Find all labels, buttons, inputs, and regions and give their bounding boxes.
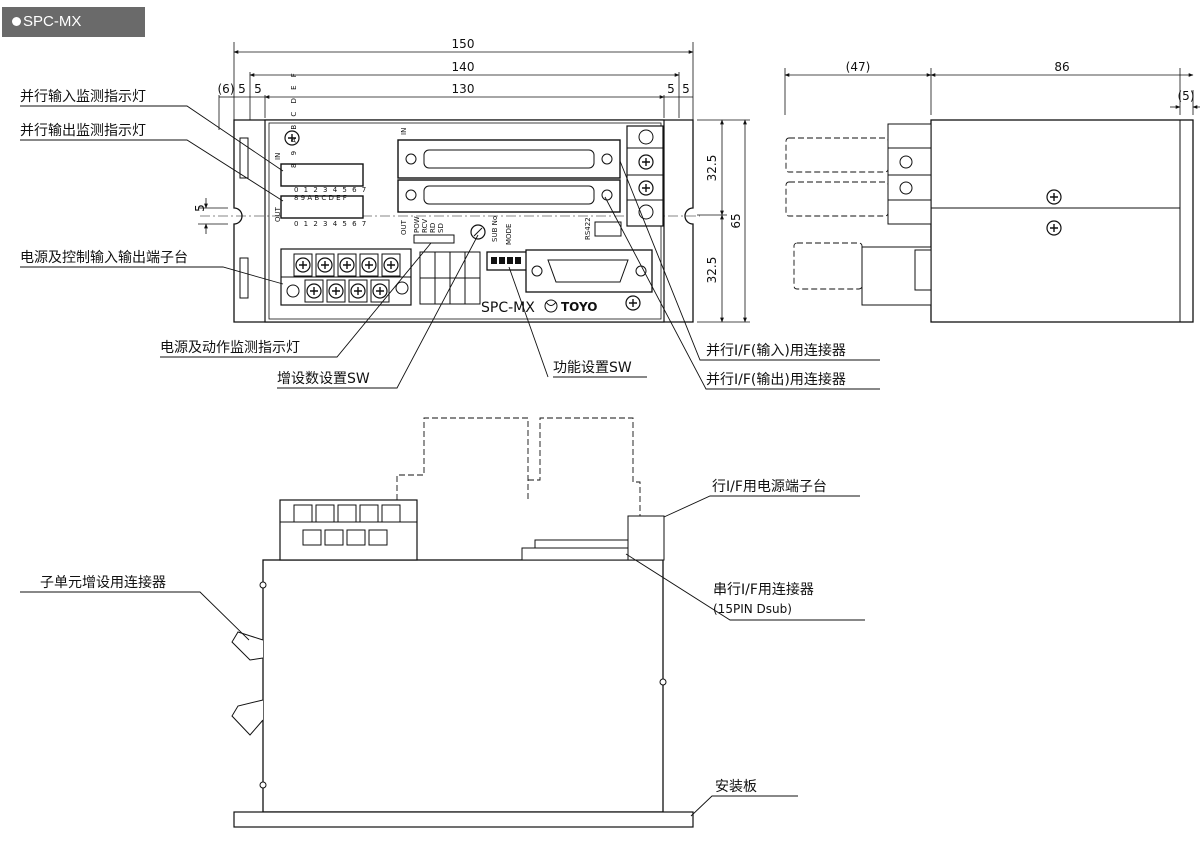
callout-parallel-out-conn: 并行I/F(输出)用连接器 [706,371,846,388]
led-pow-label: POW [413,216,421,233]
dim-32-lower: 32.5 [705,257,719,284]
callout-power-led: 电源及动作监测指示灯 [160,340,300,356]
dim-130: 130 [452,82,475,96]
callout-mount-plate: 安装板 [715,779,757,795]
dim-86: 86 [1054,60,1069,74]
led-rcv-label: RCV [421,219,429,233]
callouts: 并行输入监测指示灯 并行输出监测指示灯 电源及控制输入输出端子台 电源及动作监测… [20,89,846,795]
in-top-digits: 8 9 A B C D E F [290,70,298,168]
dim-right-5b: 5 [682,82,690,96]
panel-brand: TOYO [561,300,597,314]
mode-label: MODE [505,224,513,245]
top-view: IN OUT 8 9 A B C D E F 0 1 2 3 4 5 6 7 8… [200,70,700,323]
dim-right-5: 5 [667,82,675,96]
callout-parallel-out-led: 并行输出监测指示灯 [20,123,146,139]
dim-65: 65 [729,213,743,228]
rs422-label: RS422 [584,217,592,240]
led-rd-label: RD [429,223,437,233]
front-view [231,417,694,828]
callout-parallel-in-conn: 并行I/F(输入)用连接器 [706,342,846,359]
callout-serial-conn: 串行I/F用连接器 [713,581,814,598]
section-header: SPC-MX [2,7,145,37]
section-title: SPC-MX [23,13,82,30]
callout-serial-power-terminal: 行I/F用电源端子台 [712,479,827,495]
dimension-lines [198,42,750,323]
dim-left-5-vertical: 5 [193,204,207,212]
dim-left-offset: (6) [218,82,235,96]
dim-left-5b: 5 [254,82,262,96]
leader-lines [20,105,880,817]
callout-serial-conn-note: (15PIN Dsub) [713,602,792,616]
out-led-label: OUT [274,206,282,222]
callout-expansion-sw: 增设数设置SW [277,371,370,387]
in-bottom-digits: 0 1 2 3 4 5 6 7 [294,186,368,194]
side-view: (47) 86 (5) [784,60,1200,323]
dim-140: 140 [452,60,475,74]
dimension-texts: 150 140 130 (6) 5 5 5 5 5 32.5 32.5 65 [193,37,743,283]
out-label-2: OUT [400,219,408,235]
out-top-digits: 8 9 A B C D E F [294,194,347,202]
dim-47: (47) [846,60,871,74]
dim-150: 150 [452,37,475,51]
led-sd-label: SD [437,223,445,233]
in-led-label: IN [274,153,282,160]
panel-model: SPC-MX [481,300,535,316]
callout-power-terminal: 电源及控制输入输出端子台 [20,250,188,266]
dim-32-upper: 32.5 [705,155,719,182]
out-bottom-digits: 0 1 2 3 4 5 6 7 [294,220,368,228]
callout-parallel-in-led: 并行输入监测指示灯 [20,89,146,105]
bullet-icon [12,17,21,26]
sub-no-label: SUB No [491,216,499,242]
callout-sub-unit-conn: 子单元增设用连接器 [40,574,166,591]
callout-function-sw: 功能设置SW [553,360,632,376]
dim-side-5: (5) [1178,89,1195,103]
in-conn-label: IN [400,128,408,135]
dim-left-5: 5 [238,82,246,96]
